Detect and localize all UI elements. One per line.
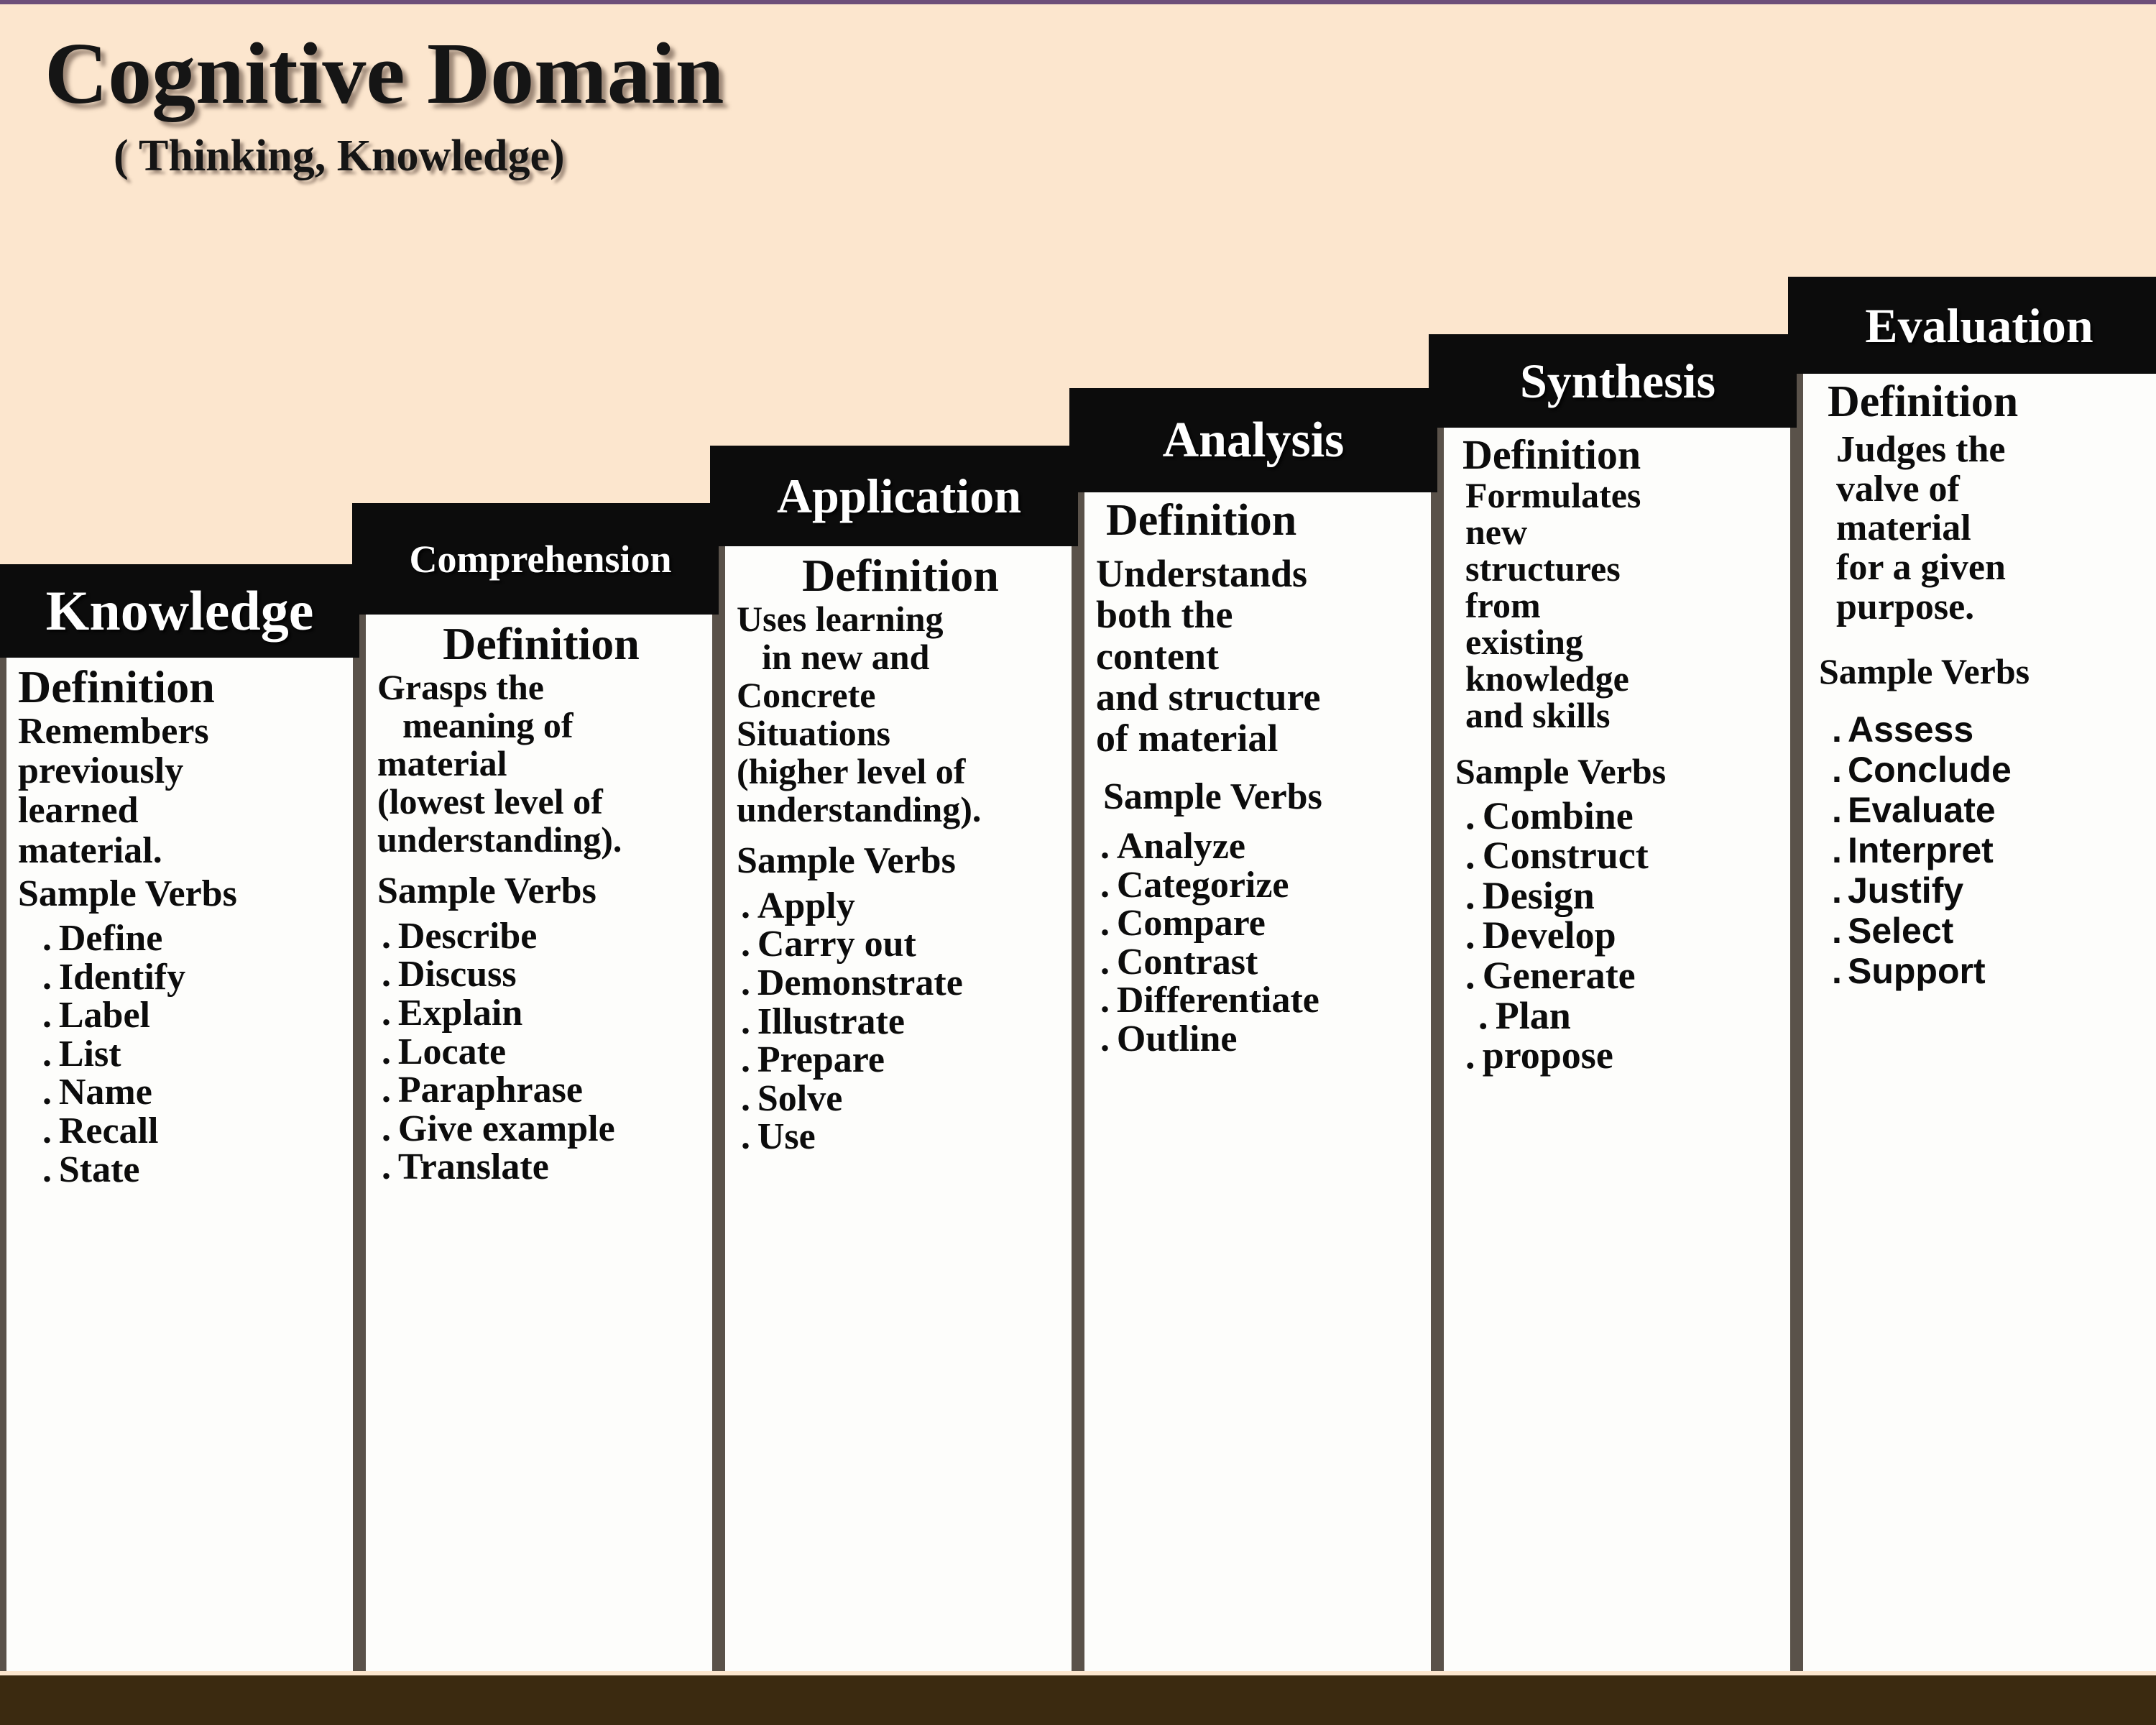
list-item: .propose [1465,1034,1613,1077]
step-header-evaluation: Evaluation [1788,277,2156,374]
list-item: .Select [1832,910,1954,951]
definition-heading-synthesis: Definition [1462,431,1641,478]
list-item: .Combine [1465,794,1634,837]
definition-text-comprehension: Grasps the meaning of material (lowest l… [377,667,622,860]
list-item: .Solve [741,1077,843,1119]
definition-heading-evaluation: Definition [1828,377,2019,426]
verb-list-comprehension: .Describe .Discuss .Explain .Locate .Par… [377,917,705,1187]
list-item: .Recall [42,1110,159,1152]
list-item: .Discuss [382,954,517,995]
list-item: .Identify [42,956,186,998]
page-subtitle: ( Thinking, Knowledge) [114,132,565,180]
list-item: .Illustrate [741,1000,905,1042]
step-body-application: Definition Uses learning in new and Conc… [719,546,1078,1671]
sample-verbs-heading-analysis: Sample Verbs [1103,776,1322,818]
list-item: .Plan [1478,993,1571,1037]
step-body-comprehension: Definition Grasps the meaning of materia… [359,615,719,1671]
step-analysis[interactable]: Analysis Definition Understands both the… [1069,388,1437,1671]
list-item: .Evaluate [1832,789,1996,830]
sample-verbs-heading-application: Sample Verbs [737,840,956,882]
step-body-evaluation: Definition Judges the valve of material … [1797,374,2156,1671]
list-item: .Name [42,1072,152,1113]
step-synthesis[interactable]: Synthesis Definition Formulates new stru… [1429,334,1797,1671]
definition-heading-analysis: Definition [1106,496,1297,545]
step-title-application: Application [776,469,1022,523]
list-item: .Paraphrase [382,1070,583,1111]
step-application[interactable]: Application Definition Uses learning in … [710,446,1078,1671]
list-item: .Construct [1465,834,1649,878]
list-item: .Justify [1832,870,1964,911]
step-title-knowledge: Knowledge [45,579,314,642]
list-item: .Describe [382,915,538,957]
step-title-comprehension: Comprehension [409,537,672,581]
list-item: .Contrast [1100,941,1258,983]
definition-text-knowledge: Remembers previously learned material. [18,711,209,871]
verb-list-analysis: .Analyze .Categorize .Compare .Contrast … [1096,827,1424,1058]
list-item: .State [42,1149,140,1190]
definition-text-application: Uses learning in new and Concrete Situat… [737,599,982,830]
list-item: .Prepare [741,1039,885,1081]
list-item: .Support [1832,950,1986,991]
list-item: .Design [1465,873,1595,917]
list-item: .List [42,1033,121,1075]
step-knowledge[interactable]: Knowledge Definition Remembers previousl… [0,564,359,1671]
list-item: .Compare [1100,903,1266,944]
step-title-synthesis: Synthesis [1519,354,1716,408]
list-item: .Demonstrate [741,962,963,1003]
step-body-analysis: Definition Understands both the content … [1078,492,1437,1671]
definition-heading-knowledge: Definition [18,661,215,712]
verb-list-synthesis: .Combine .Construct .Design .Develop .Ge… [1455,796,1783,1076]
list-item: .Categorize [1100,864,1289,906]
verb-list-knowledge: .Define .Identify .Label .List .Name .Re… [18,919,346,1189]
list-item: .Label [42,995,151,1036]
verb-list-application: .Apply .Carry out .Demonstrate .Illustra… [737,887,1064,1156]
step-body-synthesis: Definition Formulates new structures fro… [1437,428,1797,1671]
verb-list-evaluation: .Assess .Conclude .Evaluate .Interpret .… [1815,709,2149,991]
list-item: .Develop [1465,914,1616,957]
page-title: Cognitive Domain [45,25,724,122]
title-block: Cognitive Domain ( Thinking, Knowledge) [45,25,724,180]
step-body-knowledge: Definition Remembers previously learned … [0,658,359,1671]
definition-text-synthesis: Formulates new structures from existing … [1465,475,1641,736]
list-item: .Generate [1465,954,1636,998]
sample-verbs-heading-knowledge: Sample Verbs [18,873,237,914]
step-title-evaluation: Evaluation [1865,298,2093,353]
base-bar [0,1675,2156,1725]
sample-verbs-heading-comprehension: Sample Verbs [377,870,596,912]
list-item: .Conclude [1832,749,2012,790]
list-item: .Interpret [1832,829,1994,870]
definition-heading-application: Definition [802,550,999,601]
list-item: .Define [42,918,163,960]
step-header-application: Application [710,446,1078,546]
list-item: .Apply [741,885,855,926]
definition-heading-comprehension: Definition [443,618,640,669]
step-header-synthesis: Synthesis [1429,334,1797,428]
definition-text-evaluation: Judges the valve of material for a given… [1836,429,2006,627]
list-item: .Locate [382,1031,507,1072]
step-comprehension[interactable]: Comprehension Definition Grasps the mean… [352,503,719,1671]
definition-text-analysis: Understands both the content and structu… [1096,552,1321,760]
list-item: .Use [741,1116,816,1158]
list-item: .Give example [382,1108,615,1149]
sample-verbs-heading-synthesis: Sample Verbs [1455,751,1667,792]
step-evaluation[interactable]: Evaluation Definition Judges the valve o… [1788,277,2156,1671]
sample-verbs-heading-evaluation: Sample Verbs [1819,651,2030,692]
list-item: .Analyze [1100,826,1245,867]
step-header-comprehension: Comprehension [352,503,719,615]
list-item: .Outline [1100,1018,1238,1059]
step-title-analysis: Analysis [1162,412,1345,468]
step-header-analysis: Analysis [1069,388,1437,492]
list-item: .Differentiate [1100,980,1319,1021]
list-item: .Translate [382,1146,549,1188]
list-item: .Explain [382,992,523,1034]
list-item: .Assess [1832,709,1974,750]
step-header-knowledge: Knowledge [0,564,359,658]
list-item: .Carry out [741,924,916,965]
